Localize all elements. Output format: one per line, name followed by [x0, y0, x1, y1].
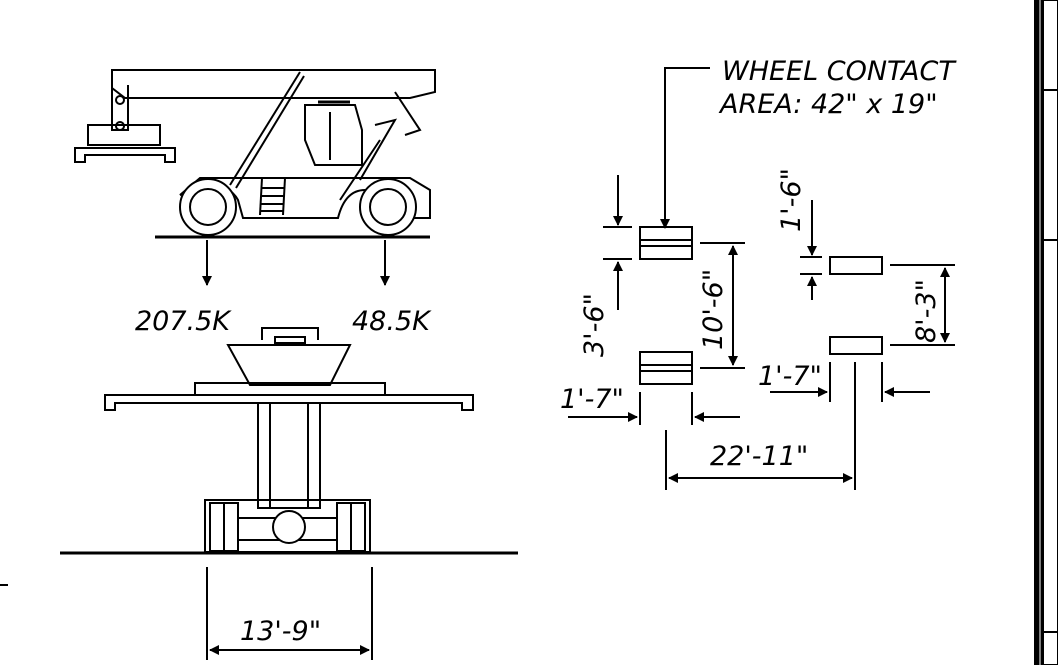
- mast: [257, 402, 321, 509]
- wheelbase-label: 10'-6": [698, 269, 729, 350]
- rear-pad-width-label: 1'-7": [758, 361, 822, 392]
- rear-axle-load-label: 48.5K: [352, 306, 432, 337]
- boom: [111, 69, 436, 99]
- reach-stacker-end-view: [60, 327, 518, 660]
- wheel-contact-area: AREA: 42" x 19": [718, 89, 938, 120]
- cab-end: [226, 344, 352, 386]
- reach-stacker-side-view: [74, 69, 436, 286]
- front-axle-load-label: 207.5K: [135, 306, 232, 337]
- lift-cylinder: [229, 71, 301, 186]
- wheel-track-label: 13'-9": [240, 616, 321, 647]
- spreader: [87, 124, 161, 146]
- title-block-border: [1034, 0, 1058, 665]
- front-wheel-pad-bottom: [639, 351, 693, 385]
- front-wheel-spacing-label: 3'-6": [579, 293, 610, 357]
- front-wheel-pad-top: [639, 226, 693, 260]
- rear-wheel: [359, 178, 417, 236]
- spreader-hanger: [111, 85, 129, 131]
- rear-track-offset-label: 8'-3": [911, 279, 942, 343]
- deck: [104, 394, 474, 411]
- cab: [304, 104, 363, 166]
- rear-wheel-pad-top: [829, 256, 883, 275]
- contact-leader: [660, 67, 710, 229]
- wheel-contact-title: WHEEL CONTACT: [722, 56, 957, 87]
- front-wheel: [179, 178, 237, 236]
- rear-wheel-pad-bottom: [829, 336, 883, 355]
- rear-wheel-spacing-label: 1'-6": [776, 168, 807, 232]
- wheel-contact-plan: [568, 67, 955, 490]
- ladder: [259, 177, 286, 216]
- overall-width-label: 22'-11": [710, 441, 808, 472]
- differential: [272, 510, 306, 544]
- front-pad-width-label: 1'-7": [560, 384, 624, 415]
